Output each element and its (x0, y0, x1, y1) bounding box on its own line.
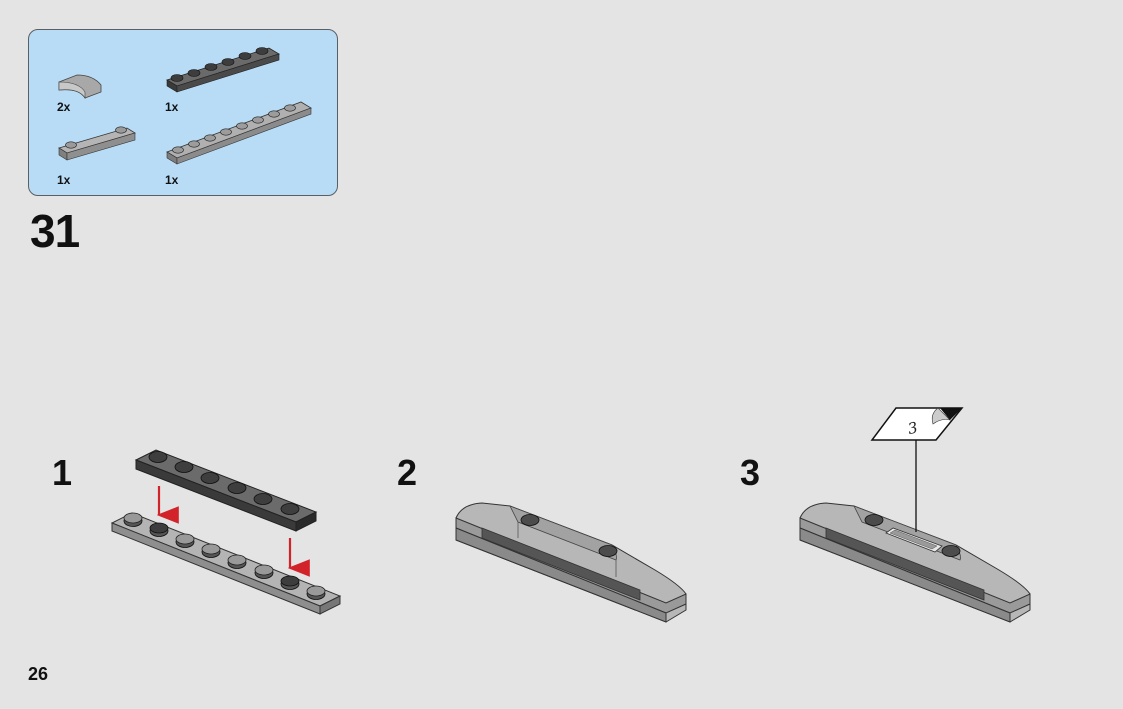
substep-number: 2 (397, 452, 418, 493)
dark-plate-part (166, 47, 280, 93)
dark-plate (134, 449, 318, 532)
step-number: 31 (30, 205, 80, 257)
substep-1-illustration (110, 449, 342, 615)
substep-number: 1 (52, 452, 73, 493)
substep-number: 3 (740, 452, 761, 493)
substep-3-illustration: 3 (799, 407, 1031, 623)
tile-part (58, 126, 136, 161)
placement-arrows (156, 486, 310, 577)
light-plate (110, 512, 342, 615)
qty-label: 1x (57, 173, 71, 187)
substep-2-illustration (455, 502, 687, 623)
page-number: 26 (28, 664, 49, 684)
sticker-number: 3 (906, 418, 919, 438)
curved-slope-part (58, 74, 102, 100)
qty-label: 2x (57, 100, 71, 114)
qty-label: 1x (165, 173, 179, 187)
light-plate-part (166, 101, 312, 165)
parts-illustrations (58, 47, 312, 165)
sticker-callout: 3 (870, 407, 964, 441)
qty-label: 1x (165, 100, 179, 114)
parts-callout: 2x 1x 1x 1x (28, 29, 338, 196)
applied-sticker (885, 527, 943, 553)
